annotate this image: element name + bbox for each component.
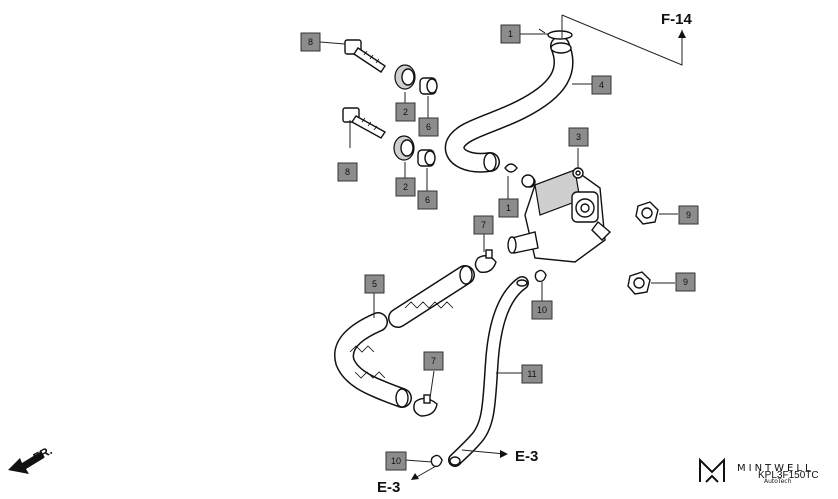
- ref-e3-left-label: E-3: [377, 479, 400, 496]
- collar-6-bottom: [417, 149, 436, 167]
- callout-1-top: 1: [500, 24, 521, 44]
- callout-2-bottom: 2: [395, 177, 416, 197]
- callout-8-bottom: 8: [337, 162, 358, 182]
- clip-10-lower: [430, 454, 443, 468]
- nut-9-bottom: [627, 271, 651, 295]
- hose-11: [448, 276, 529, 467]
- callout-5: 5: [364, 274, 385, 294]
- callout-7-upper: 7: [473, 215, 494, 235]
- leader-lines: [319, 14, 683, 463]
- grommet-2-bottom: [393, 135, 415, 161]
- svg-text:2: 2: [403, 107, 408, 117]
- clamp-7-upper: [474, 249, 497, 273]
- callout-2-top: 2: [395, 102, 416, 122]
- brand-logo-icon: [699, 457, 725, 483]
- svg-text:10: 10: [391, 456, 401, 466]
- brand-sub: AutoTech: [764, 478, 792, 485]
- svg-text:6: 6: [425, 195, 430, 205]
- grommet-2-top: [394, 64, 416, 90]
- callout-10-lower: 10: [385, 451, 407, 471]
- callout-9-top: 9: [678, 205, 699, 225]
- svg-text:11: 11: [527, 369, 536, 379]
- hose-4: [444, 36, 574, 173]
- svg-text:8: 8: [308, 37, 313, 47]
- callout-10-upper: 10: [531, 300, 553, 320]
- front-direction-indicator: FR.: [8, 443, 54, 474]
- part-code: KPL3F150TC: [758, 470, 819, 481]
- callout-7-lower: 7: [423, 351, 444, 371]
- collar-6-top: [419, 77, 438, 95]
- svg-text:5: 5: [372, 279, 377, 289]
- callout-11: 11: [521, 364, 543, 384]
- nut-9-top: [635, 201, 659, 225]
- svg-text:7: 7: [481, 220, 486, 230]
- callout-9-bottom: 9: [675, 272, 696, 292]
- callout-1-pump: 1: [498, 198, 519, 218]
- svg-text:3: 3: [576, 132, 581, 142]
- svg-text:1: 1: [506, 203, 511, 213]
- svg-text:7: 7: [431, 356, 436, 366]
- callout-8-top: 8: [300, 32, 321, 52]
- fuel-pump-3: [507, 167, 612, 263]
- svg-text:8: 8: [345, 167, 350, 177]
- ref-f14-label: F-14: [661, 11, 693, 28]
- svg-text:9: 9: [683, 277, 688, 287]
- arrow-e3-left: [411, 465, 437, 480]
- arrow-f14: [678, 30, 686, 38]
- svg-text:1: 1: [508, 29, 513, 39]
- svg-text:4: 4: [599, 80, 604, 90]
- svg-text:10: 10: [537, 305, 547, 315]
- hose-5: [334, 265, 475, 408]
- svg-text:9: 9: [686, 210, 691, 220]
- brand-name: MINTWELL: [737, 463, 814, 474]
- ref-e3-mid-label: E-3: [515, 448, 538, 465]
- callout-6-bottom: 6: [417, 190, 438, 210]
- brand-watermark: MINTWELL AutoTech: [699, 457, 814, 485]
- callout-4: 4: [591, 75, 612, 95]
- clip-10-upper: [534, 269, 547, 283]
- arrow-e3-mid: [461, 449, 508, 458]
- clip-1-pump: [504, 163, 518, 173]
- clamp-7-lower: [413, 394, 438, 417]
- clip-1-top: [538, 28, 573, 40]
- svg-text:6: 6: [426, 122, 431, 132]
- callout-3: 3: [568, 127, 589, 147]
- bolt-8-top: [344, 39, 386, 73]
- bolt-8-bottom: [342, 107, 387, 139]
- callout-6-top: 6: [418, 117, 439, 137]
- svg-text:2: 2: [403, 182, 408, 192]
